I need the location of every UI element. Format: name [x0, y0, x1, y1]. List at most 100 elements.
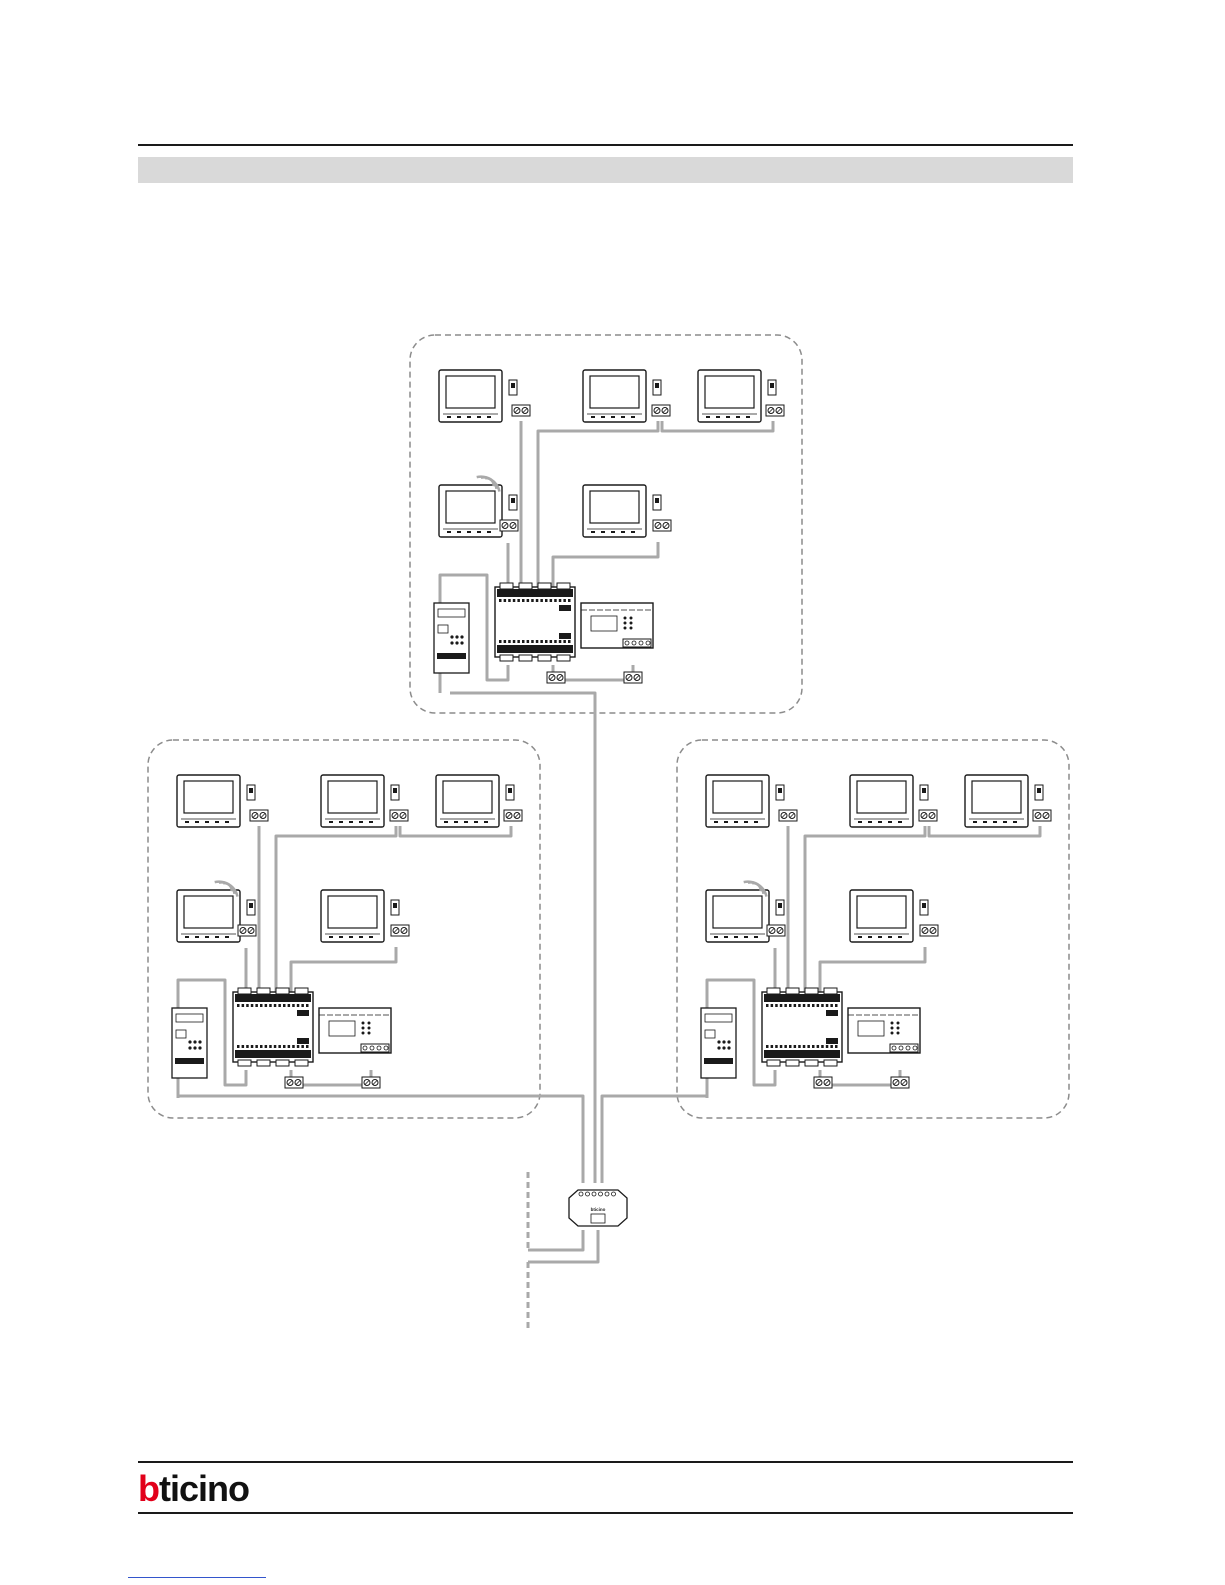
wifi-module: [172, 1008, 207, 1078]
distributor: [495, 583, 575, 661]
distributor-pin: [780, 1045, 783, 1048]
junction-box-terminal: [586, 1192, 590, 1196]
monitor-key: [467, 531, 471, 533]
terminal-block: [362, 1077, 380, 1088]
distributor-pin: [766, 1045, 769, 1048]
distributor-pin: [265, 1045, 268, 1048]
monitor-key: [457, 416, 461, 418]
terminal-block: [919, 810, 937, 821]
module-led: [460, 641, 463, 644]
distributor-pin: [798, 1004, 801, 1007]
video-monitor: [706, 775, 784, 827]
monitor-key: [474, 821, 478, 823]
terminal-block: [624, 672, 642, 683]
junction-box-terminal: [599, 1192, 603, 1196]
distributor-pin: [283, 1045, 286, 1048]
monitor-switch-lever: [778, 788, 782, 793]
distributor-bottom-strip: [764, 1050, 840, 1058]
monitor-key: [195, 936, 199, 938]
monitor-key: [1003, 821, 1007, 823]
distributor-pin: [830, 1045, 833, 1048]
power-supply-led: [624, 617, 627, 620]
monitor-key: [716, 416, 720, 418]
monitor-switch-lever: [770, 383, 774, 388]
video-monitor: [321, 890, 399, 942]
distributor-pin: [242, 1004, 245, 1007]
monitor-screen: [446, 491, 495, 523]
terminal-block: [547, 672, 565, 683]
distributor-top-terminal: [767, 988, 780, 994]
apartment-group-left: [148, 740, 540, 1118]
distributor-top-terminal: [786, 988, 799, 994]
module-led: [450, 635, 453, 638]
distributor-pin: [540, 640, 543, 643]
distributor-bottom-terminal: [824, 1060, 837, 1066]
video-monitor: [436, 775, 514, 827]
distributor-pin: [775, 1045, 778, 1048]
monitor-key: [225, 936, 229, 938]
distributor-pin: [794, 1045, 797, 1048]
distributor-pin: [251, 1045, 254, 1048]
module-led: [188, 1046, 191, 1049]
module-led: [722, 1040, 725, 1043]
footer-link-underline[interactable]: [128, 1577, 266, 1578]
distributor-pin: [536, 640, 539, 643]
video-monitor: [698, 370, 776, 422]
distributor-pin: [536, 599, 539, 602]
distributor-pin: [522, 640, 525, 643]
power-supply-screw: [913, 1046, 917, 1050]
distributor-pin: [780, 1004, 783, 1007]
monitor-key: [706, 416, 710, 418]
power-supply-label: [591, 616, 617, 631]
distributor-bottom-terminal: [538, 655, 551, 661]
distributor-pin: [540, 599, 543, 602]
power-supply-screw: [892, 1046, 896, 1050]
distributor-pin: [255, 1004, 258, 1007]
terminal-block: [920, 925, 938, 936]
monitor-key: [726, 416, 730, 418]
distributor-pin: [812, 1045, 815, 1048]
monitor-key: [878, 821, 882, 823]
power-supply-led: [624, 627, 627, 630]
module-led: [717, 1040, 720, 1043]
distributor-top-terminal: [238, 988, 251, 994]
terminal-block: [652, 405, 670, 416]
video-monitor: [850, 890, 928, 942]
junction-box: bticino: [569, 1190, 627, 1226]
video-monitor: [583, 370, 661, 422]
module-led: [198, 1040, 201, 1043]
monitor-key: [369, 821, 373, 823]
distributor-pin: [508, 599, 511, 602]
video-monitor: [321, 775, 399, 827]
terminal-block: [512, 405, 530, 416]
monitor-key: [754, 936, 758, 938]
logo-first-letter: b: [138, 1474, 159, 1504]
distributor-pin: [568, 599, 571, 602]
distributor-pin: [545, 640, 548, 643]
power-supply-screw: [899, 1046, 903, 1050]
junction-box-terminal: [579, 1192, 583, 1196]
distributor-dip: [297, 1038, 309, 1044]
module-led: [198, 1046, 201, 1049]
distributor-pin: [527, 640, 530, 643]
monitor-key: [993, 821, 997, 823]
distributor-pin: [798, 1045, 801, 1048]
module-label: [705, 1014, 732, 1022]
bus-wire: [291, 947, 396, 992]
monitor-key: [714, 936, 718, 938]
monitor-switch-lever: [249, 903, 253, 908]
distributor-pin: [766, 1004, 769, 1007]
distributor-pin: [794, 1004, 797, 1007]
distributor-pin: [826, 1004, 829, 1007]
monitor-switch-lever: [1037, 788, 1041, 793]
monitor-key: [454, 821, 458, 823]
distributor-pin: [812, 1004, 815, 1007]
distributor-pin: [292, 1004, 295, 1007]
power-supply-led: [630, 627, 633, 630]
monitor-screen: [857, 781, 906, 813]
monitor-key: [185, 936, 189, 938]
monitor-switch-lever: [778, 903, 782, 908]
distributor-top-terminal: [295, 988, 308, 994]
distributor-pin: [513, 599, 516, 602]
